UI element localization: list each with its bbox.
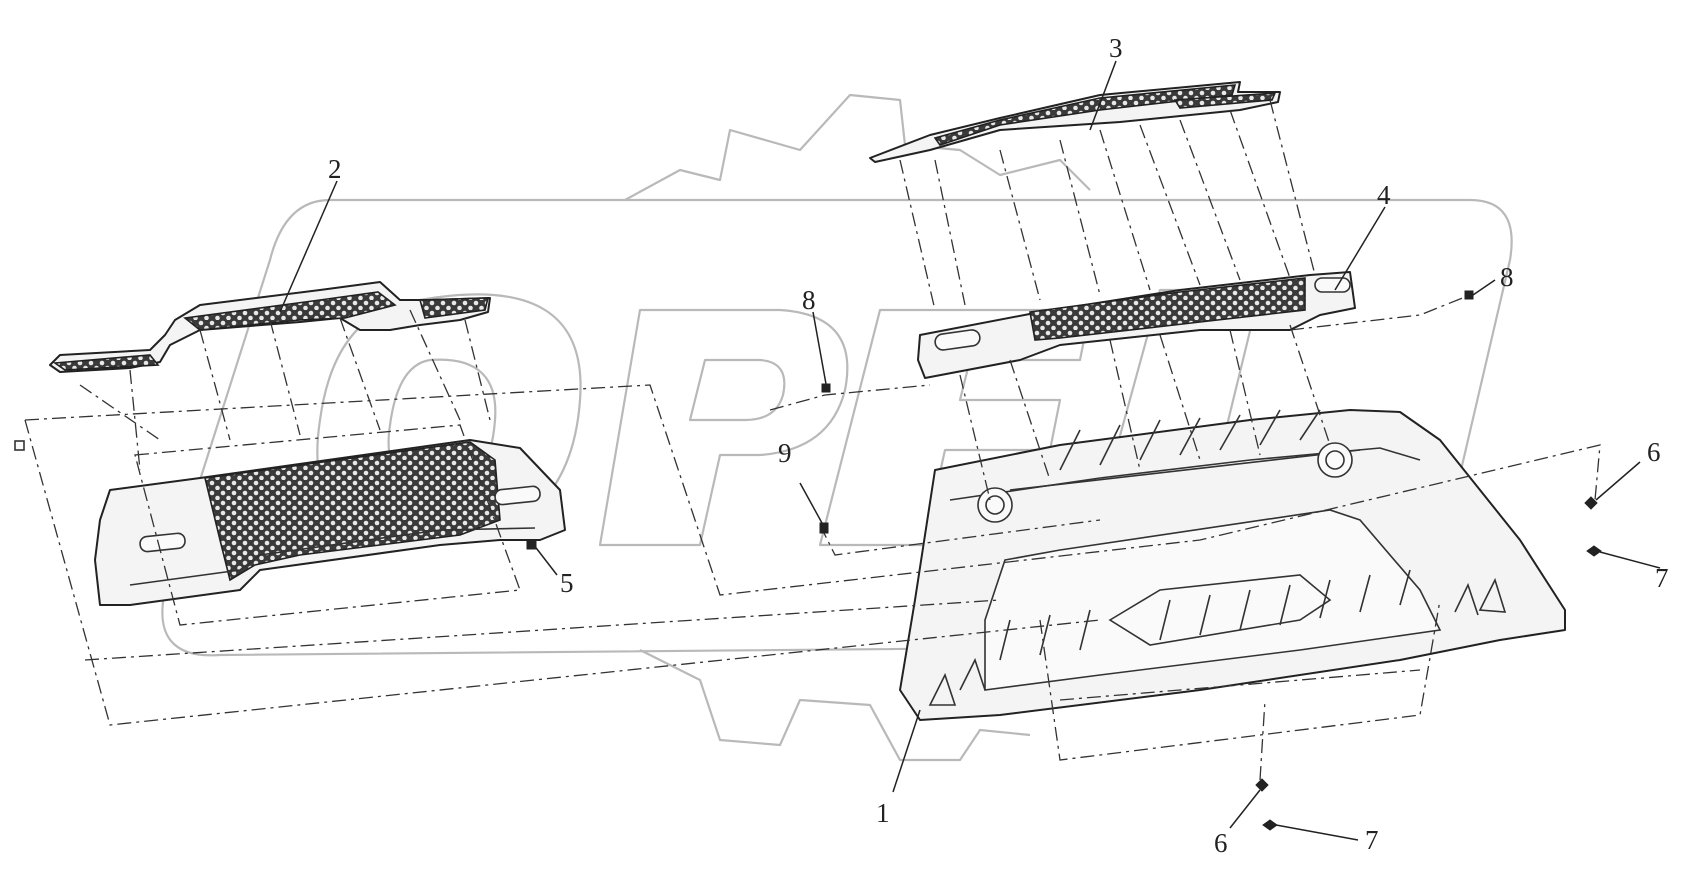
assembly-line-fastener-6b <box>1259 699 1266 781</box>
fastener-6-bottom <box>1255 778 1269 792</box>
callout-8-right: 8 <box>1500 262 1514 292</box>
leader-7b <box>1275 824 1359 841</box>
frame-1-speaker-ring-right <box>1317 442 1353 478</box>
frame-1-speaker-ring-left <box>977 487 1013 523</box>
frame-1-center-hump <box>1108 574 1332 646</box>
panel-5-slot-right <box>494 485 541 506</box>
leader-1 <box>892 709 921 793</box>
bracket-2-mesh-center <box>183 291 397 331</box>
frame-1-lower-ribs <box>999 569 1411 661</box>
bracket-3-mesh-tail <box>1173 92 1277 109</box>
assembly-line-left-box <box>84 599 1001 661</box>
watermark-gear-bottom <box>639 649 1031 762</box>
callout-7-right: 7 <box>1655 563 1669 593</box>
part-2-upper-grille-bracket <box>49 281 491 373</box>
assembly-line-box-top <box>134 424 521 626</box>
callout-1: 1 <box>876 798 890 828</box>
leader-9 <box>799 482 823 524</box>
assembly-line-fastener-8a <box>769 384 931 411</box>
callout-6-right: 6 <box>1647 437 1661 467</box>
leader-5 <box>529 539 558 576</box>
strip-4-slot-left <box>934 329 981 351</box>
leader-4 <box>1334 206 1386 291</box>
callout-5: 5 <box>560 568 574 598</box>
sheet-marker <box>14 440 25 451</box>
strip-4-slot-right <box>1314 277 1351 293</box>
panel-5-edge-line <box>129 527 536 586</box>
assembly-lines <box>24 99 1601 781</box>
assembly-line-fastener-8b <box>1289 294 1471 331</box>
callout-9: 9 <box>778 438 792 468</box>
callout-2: 2 <box>328 154 342 184</box>
frame-1-clip-left <box>928 657 986 706</box>
fasteners <box>14 290 1602 831</box>
fastener-7-right <box>1586 545 1602 557</box>
watermark-letter-p <box>598 308 849 547</box>
frame-1-clip-right <box>1454 577 1507 616</box>
panel-5-mesh <box>204 441 501 582</box>
fastener-9 <box>819 522 829 534</box>
callout-7-bottom: 7 <box>1365 825 1379 855</box>
leader-6a <box>1595 461 1641 501</box>
callout-labels: 1 2 3 4 5 6 6 7 7 8 8 9 <box>328 33 1669 858</box>
frame-1-center-opening <box>984 509 1442 691</box>
leader-8a <box>812 311 827 385</box>
fastener-8-left <box>821 383 831 393</box>
watermark-gear-top <box>624 93 1091 201</box>
part-4-right-grille-strip <box>917 271 1356 379</box>
bracket-2-mesh-right <box>418 297 490 319</box>
assembly-line-fastener-9 <box>819 519 1101 556</box>
callout-4: 4 <box>1377 180 1391 210</box>
leader-7a <box>1599 551 1661 569</box>
leader-lines <box>279 60 1661 841</box>
bracket-2-mesh-left <box>52 354 160 371</box>
fastener-8-right <box>1464 290 1474 300</box>
assembly-line-lower-left <box>24 419 1101 726</box>
fastener-6-right <box>1584 496 1598 510</box>
leader-3 <box>1089 60 1117 131</box>
strip-4-mesh <box>1029 277 1306 341</box>
assembly-line-outer-left <box>24 384 1601 596</box>
leader-2 <box>279 180 338 313</box>
callout-6-bottom: 6 <box>1214 828 1228 858</box>
part-3-upper-grille-bracket <box>869 81 1281 163</box>
part-1-main-frame <box>899 409 1566 721</box>
frame-1-bar <box>1009 449 1361 491</box>
part-5-lower-grille-panel <box>94 439 566 606</box>
callout-8-left: 8 <box>802 285 816 315</box>
panel-5-slot-left <box>139 532 186 553</box>
callout-3: 3 <box>1109 33 1123 63</box>
leader-8b <box>1472 279 1496 296</box>
frame-1-upper-ribs <box>1059 409 1321 471</box>
leader-6b <box>1229 789 1261 829</box>
fastener-5-tab <box>526 539 537 550</box>
bracket-3-mesh <box>933 84 1237 146</box>
fastener-7-bottom <box>1262 819 1278 831</box>
